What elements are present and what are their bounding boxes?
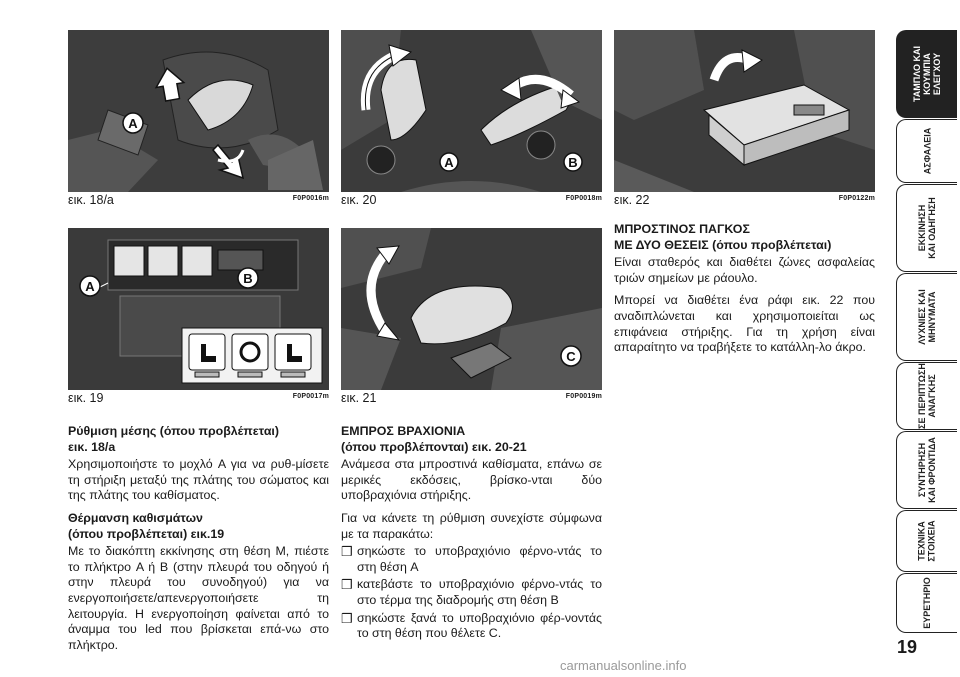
list-item-text: σηκώστε ξανά το υποβραχιόνιο φέρ-νοντάς …	[357, 610, 602, 641]
tab-label: ΣΕ ΠΕΡΙΠΤΩΣΗ ΑΝΑΓΚΗΣ	[917, 363, 937, 429]
figure-22-caption: εικ. 22 F0P0122m	[614, 193, 875, 209]
armrests-heading: ΕΜΠΡΟΣ ΒΡΑΧΙΟΝΙΑ(όπου προβλέπονται) εικ.…	[341, 424, 602, 455]
seat-heating-paragraph: Με το διακόπτη εκκίνησης στη θέση M, πιέ…	[68, 544, 329, 652]
tab-label: ΑΣΦΑΛΕΙΑ	[922, 127, 932, 175]
tab-safety[interactable]: ΑΣΦΑΛΕΙΑ	[896, 119, 957, 183]
front-bench-shelf-illustration	[614, 30, 875, 192]
list-item: ❒κατεβάστε το υποβραχιόνιο φέρνο-ντάς το…	[341, 577, 602, 608]
bench-paragraph-1: Είναι σταθερός και διαθέτει ζώνες ασφαλε…	[614, 255, 875, 285]
heading-line: ΜΕ ΔΥΟ ΘΕΣΕΙΣ (όπου προβλέπεται)	[614, 237, 832, 252]
tab-technical-data[interactable]: ΤΕΧΝΙΚΑ ΣΤΟΙΧΕΙΑ	[896, 510, 957, 572]
figure-code: F0P0122m	[838, 195, 875, 202]
svg-text:A: A	[85, 279, 95, 294]
tab-maintenance[interactable]: ΣΥΝΤΗΡΗΣΗ ΚΑΙ ΦΡΟΝΤΙΔΑ	[896, 431, 957, 509]
watermark: carmanualsonline.info	[560, 658, 687, 673]
figure-number: εικ. 20	[341, 193, 377, 207]
tab-index[interactable]: ΕΥΡΕΤΗΡΙΟ	[896, 573, 957, 633]
page-number: 19	[897, 637, 918, 657]
svg-text:A: A	[444, 155, 454, 170]
tab-label: ΤΑΜΠΛΟ ΚΑΙ ΚΟΥΜΠΙΑ ΕΛΕΓΧΟΥ	[912, 45, 942, 103]
armrests-paragraph: Ανάμεσα στα μπροστινά καθίσματα, επάνω σ…	[341, 457, 602, 503]
tab-warning-lights[interactable]: ΛΥΧΝΙΕΣ ΚΑΙ ΜΗΝΥΜΑΤΑ	[896, 273, 957, 361]
tab-label: ΕΥΡΕΤΗΡΙΟ	[921, 577, 932, 629]
figure-number: εικ. 18/a	[68, 193, 114, 207]
column-2: ΕΜΠΡΟΣ ΒΡΑΧΙΟΝΙΑ(όπου προβλέπονται) εικ.…	[341, 424, 602, 644]
armrest-position-c-illustration: C	[341, 228, 602, 390]
heading-line: εικ. 18/a	[68, 439, 116, 454]
svg-text:C: C	[566, 349, 576, 364]
heading-line: ΕΜΠΡΟΣ ΒΡΑΧΙΟΝΙΑ	[341, 424, 466, 438]
figure-19-caption: εικ. 19 F0P0017m	[68, 391, 329, 407]
figure-20: A B	[341, 30, 602, 192]
list-item-text: σηκώστε το υποβραχιόνιο φέρνο-ντάς το στ…	[357, 544, 602, 574]
tab-starting-driving[interactable]: ΕΚΚΙΝΗΣΗ ΚΑΙ ΟΔΗΓΗΣΗ	[896, 184, 957, 272]
checkbox-bullet-icon: ❒	[341, 610, 353, 626]
list-item-text: κατεβάστε το υποβραχιόνιο φέρνο-ντάς το …	[357, 577, 602, 607]
tab-label: ΤΕΧΝΙΚΑ ΣΤΟΙΧΕΙΑ	[917, 520, 937, 562]
armrests-instructions: Για να κάνετε τη ρύθμιση συνεχίστε σύμφω…	[341, 510, 602, 541]
seat-lumbar-lever-illustration: A	[68, 30, 329, 192]
bench-paragraph-2: Μπορεί να διαθέτει ένα ράφι εικ. 22 που …	[614, 293, 875, 355]
svg-text:B: B	[568, 155, 577, 170]
figure-code: F0P0017m	[292, 393, 329, 400]
heading-line: (όπου προβλέπονται) εικ. 20-21	[341, 439, 527, 454]
figure-number: εικ. 21	[341, 391, 377, 405]
list-item: ❒σηκώστε το υποβραχιόνιο φέρνο-ντάς το σ…	[341, 544, 602, 575]
tab-label: ΣΥΝΤΗΡΗΣΗ ΚΑΙ ΦΡΟΝΤΙΔΑ	[917, 437, 938, 503]
tab-label: ΛΥΧΝΙΕΣ ΚΑΙ ΜΗΝΥΜΑΤΑ	[916, 289, 937, 345]
lumbar-heading: Ρύθμιση μέσης (όπου προβλέπεται)εικ. 18/…	[68, 424, 329, 455]
figure-22	[614, 30, 875, 192]
checkbox-bullet-icon: ❒	[341, 577, 353, 593]
tab-emergency[interactable]: ΣΕ ΠΕΡΙΠΤΩΣΗ ΑΝΑΓΚΗΣ	[896, 362, 957, 430]
figure-20-caption: εικ. 20 F0P0018m	[341, 193, 602, 209]
checkbox-bullet-icon: ❒	[341, 544, 353, 560]
heading-line: Θέρμανση καθισμάτων	[68, 510, 203, 525]
seat-heating-heading: Θέρμανση καθισμάτων(όπου προβλέπεται) ει…	[68, 511, 329, 542]
figure-21-caption: εικ. 21 F0P0019m	[341, 391, 602, 407]
figure-number: εικ. 19	[68, 391, 104, 405]
svg-text:A: A	[128, 116, 138, 131]
figure-18a: A	[68, 30, 329, 192]
seat-heating-switches-illustration: A B	[68, 228, 329, 390]
figure-code: F0P0016m	[292, 195, 329, 202]
figure-21: C	[341, 228, 602, 390]
figure-18a-caption: εικ. 18/a F0P0016m	[68, 193, 329, 209]
heading-line: ΜΠΡΟΣΤΙΝΟΣ ΠΑΓΚΟΣ	[614, 222, 750, 236]
heading-line: (όπου προβλέπεται) εικ.19	[68, 526, 225, 541]
armrest-raise-lower-illustration: A B	[341, 30, 602, 192]
figure-19: A B	[68, 228, 329, 390]
tab-label: ΕΚΚΙΝΗΣΗ ΚΑΙ ΟΔΗΓΗΣΗ	[917, 197, 938, 259]
svg-text:B: B	[243, 271, 252, 286]
tab-dashboard-controls[interactable]: ΤΑΜΠΛΟ ΚΑΙ ΚΟΥΜΠΙΑ ΕΛΕΓΧΟΥ	[896, 30, 957, 118]
lumbar-paragraph: Χρησιμοποιήστε το μοχλό A για να ρυθ-μίσ…	[68, 457, 329, 503]
column-1: Ρύθμιση μέσης (όπου προβλέπεται)εικ. 18/…	[68, 424, 329, 660]
list-item: ❒σηκώστε ξανά το υποβραχιόνιο φέρ-νοντάς…	[341, 611, 602, 642]
figure-code: F0P0018m	[565, 195, 602, 202]
heading-line: Ρύθμιση μέσης (όπου προβλέπεται)	[68, 424, 280, 438]
armrest-steps-list: ❒σηκώστε το υποβραχιόνιο φέρνο-ντάς το σ…	[341, 544, 602, 642]
figure-number: εικ. 22	[614, 193, 650, 207]
figure-code: F0P0019m	[565, 393, 602, 400]
